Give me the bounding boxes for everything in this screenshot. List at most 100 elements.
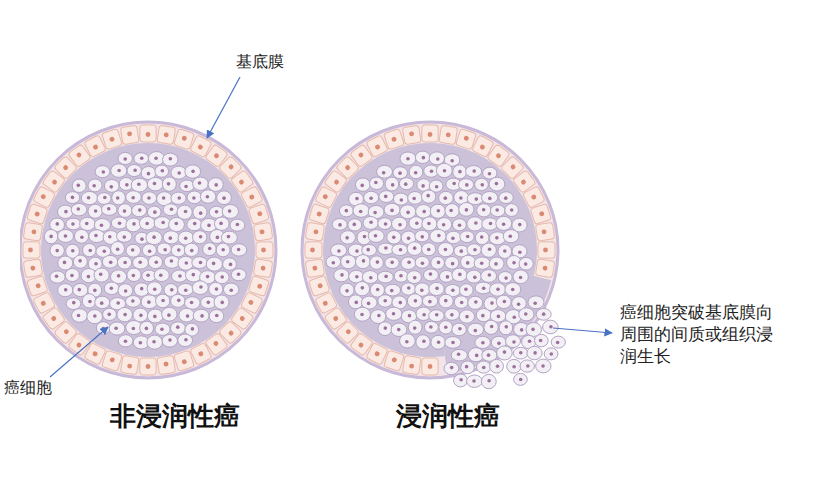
- cell-nucleus: [542, 265, 547, 270]
- cell-nucleus: [147, 300, 151, 304]
- cell-nucleus: [362, 259, 366, 263]
- cancer-cell: [80, 217, 96, 230]
- cancer-cell: [422, 217, 437, 231]
- cell-nucleus: [100, 223, 104, 227]
- cancer-cell: [206, 257, 222, 271]
- cancer-cell: [96, 322, 110, 335]
- cell-nucleus: [169, 157, 173, 161]
- cancer-cell: [476, 309, 491, 322]
- cell-nucleus: [406, 211, 410, 215]
- cancer-cell: [496, 216, 512, 230]
- cancer-cell: [451, 349, 467, 361]
- cell-nucleus: [481, 341, 485, 345]
- cell-nucleus: [322, 300, 328, 306]
- cancer-cell: [408, 192, 423, 205]
- cancer-cell: [430, 229, 446, 243]
- cancer-cell: [415, 151, 430, 163]
- cancer-cell: [331, 244, 347, 257]
- cancer-cell: [409, 217, 423, 230]
- cell-nucleus: [413, 246, 417, 250]
- cancer-cell: [217, 191, 232, 205]
- cancer-cell: [193, 231, 207, 244]
- cell-nucleus: [163, 361, 168, 366]
- cancer-cell: [393, 167, 407, 179]
- cancer-cell: [513, 347, 528, 359]
- cell-nucleus: [34, 211, 40, 217]
- cell-nucleus: [444, 299, 448, 303]
- cell-nucleus: [437, 340, 441, 344]
- cell-nucleus: [76, 342, 83, 349]
- cell-nucleus: [261, 248, 266, 253]
- cell-nucleus: [408, 314, 412, 318]
- cell-nucleus: [260, 265, 265, 270]
- cell-nucleus: [50, 315, 57, 322]
- cell-nucleus: [227, 235, 231, 239]
- cancer-cell: [353, 204, 369, 218]
- cancer-cell: [104, 179, 119, 192]
- epithelial-cell: [23, 242, 40, 258]
- cell-nucleus: [474, 300, 478, 304]
- cancer-cell: [230, 219, 245, 231]
- cell-nucleus: [435, 185, 439, 189]
- cell-nucleus: [429, 325, 433, 329]
- cancer-cell: [392, 217, 407, 230]
- cell-nucleus: [107, 207, 111, 211]
- cancer-cell: [468, 296, 483, 309]
- cell-nucleus: [153, 210, 157, 214]
- cell-nucleus: [181, 135, 187, 141]
- cell-nucleus: [259, 229, 264, 234]
- cancer-cell: [474, 257, 490, 269]
- cell-nucleus: [428, 364, 433, 369]
- cancer-cell: [394, 270, 408, 282]
- cell-nucleus: [131, 299, 135, 303]
- epithelial-cell: [140, 358, 156, 375]
- cell-nucleus: [214, 183, 218, 187]
- cell-nucleus: [531, 194, 537, 200]
- cell-nucleus: [153, 182, 157, 186]
- cell-nucleus: [64, 210, 68, 214]
- cell-nucleus: [248, 299, 254, 305]
- cancer-cell: [185, 297, 201, 310]
- cell-nucleus: [398, 171, 402, 175]
- cell-nucleus: [426, 194, 430, 198]
- cell-nucleus: [427, 248, 431, 252]
- cell-nucleus: [200, 314, 204, 318]
- cancer-cell: [163, 204, 178, 216]
- cell-nucleus: [170, 208, 174, 212]
- cell-nucleus: [71, 249, 75, 253]
- cell-nucleus: [488, 247, 492, 251]
- cell-nucleus: [161, 299, 165, 303]
- cancer-cell: [162, 177, 176, 191]
- cancer-cell: [58, 284, 73, 297]
- cancer-cell: [133, 308, 148, 322]
- cell-nucleus: [123, 157, 127, 161]
- epithelial-cell: [256, 242, 273, 258]
- epithelial-cell: [305, 222, 324, 241]
- cancer-cell: [72, 179, 86, 193]
- cell-nucleus: [355, 197, 359, 201]
- cell-nucleus: [192, 273, 196, 277]
- cancer-cell: [467, 375, 483, 387]
- cancer-cell: [88, 179, 102, 192]
- cancer-cell: [421, 190, 435, 203]
- cell-nucleus: [480, 235, 484, 239]
- cancer-cell: [117, 307, 133, 321]
- cell-nucleus: [472, 169, 476, 173]
- cell-nucleus: [64, 288, 68, 292]
- cell-nucleus: [360, 313, 364, 317]
- cell-nucleus: [237, 272, 241, 276]
- cell-nucleus: [374, 181, 378, 185]
- cell-nucleus: [369, 276, 373, 280]
- cancer-cell: [87, 309, 103, 323]
- epithelial-cell: [309, 276, 330, 297]
- cancer-cell: [477, 204, 491, 217]
- epithelial-cell: [27, 276, 48, 297]
- cancer-cell: [192, 257, 208, 269]
- cancer-cell: [519, 257, 533, 270]
- caption: 非浸润性癌: [110, 400, 240, 434]
- cell-nucleus: [92, 144, 98, 150]
- cancer-cell: [392, 244, 408, 256]
- cell-nucleus: [199, 261, 203, 265]
- duct-cross-section: 非浸润性癌: [20, 120, 280, 440]
- cell-nucleus: [429, 272, 433, 276]
